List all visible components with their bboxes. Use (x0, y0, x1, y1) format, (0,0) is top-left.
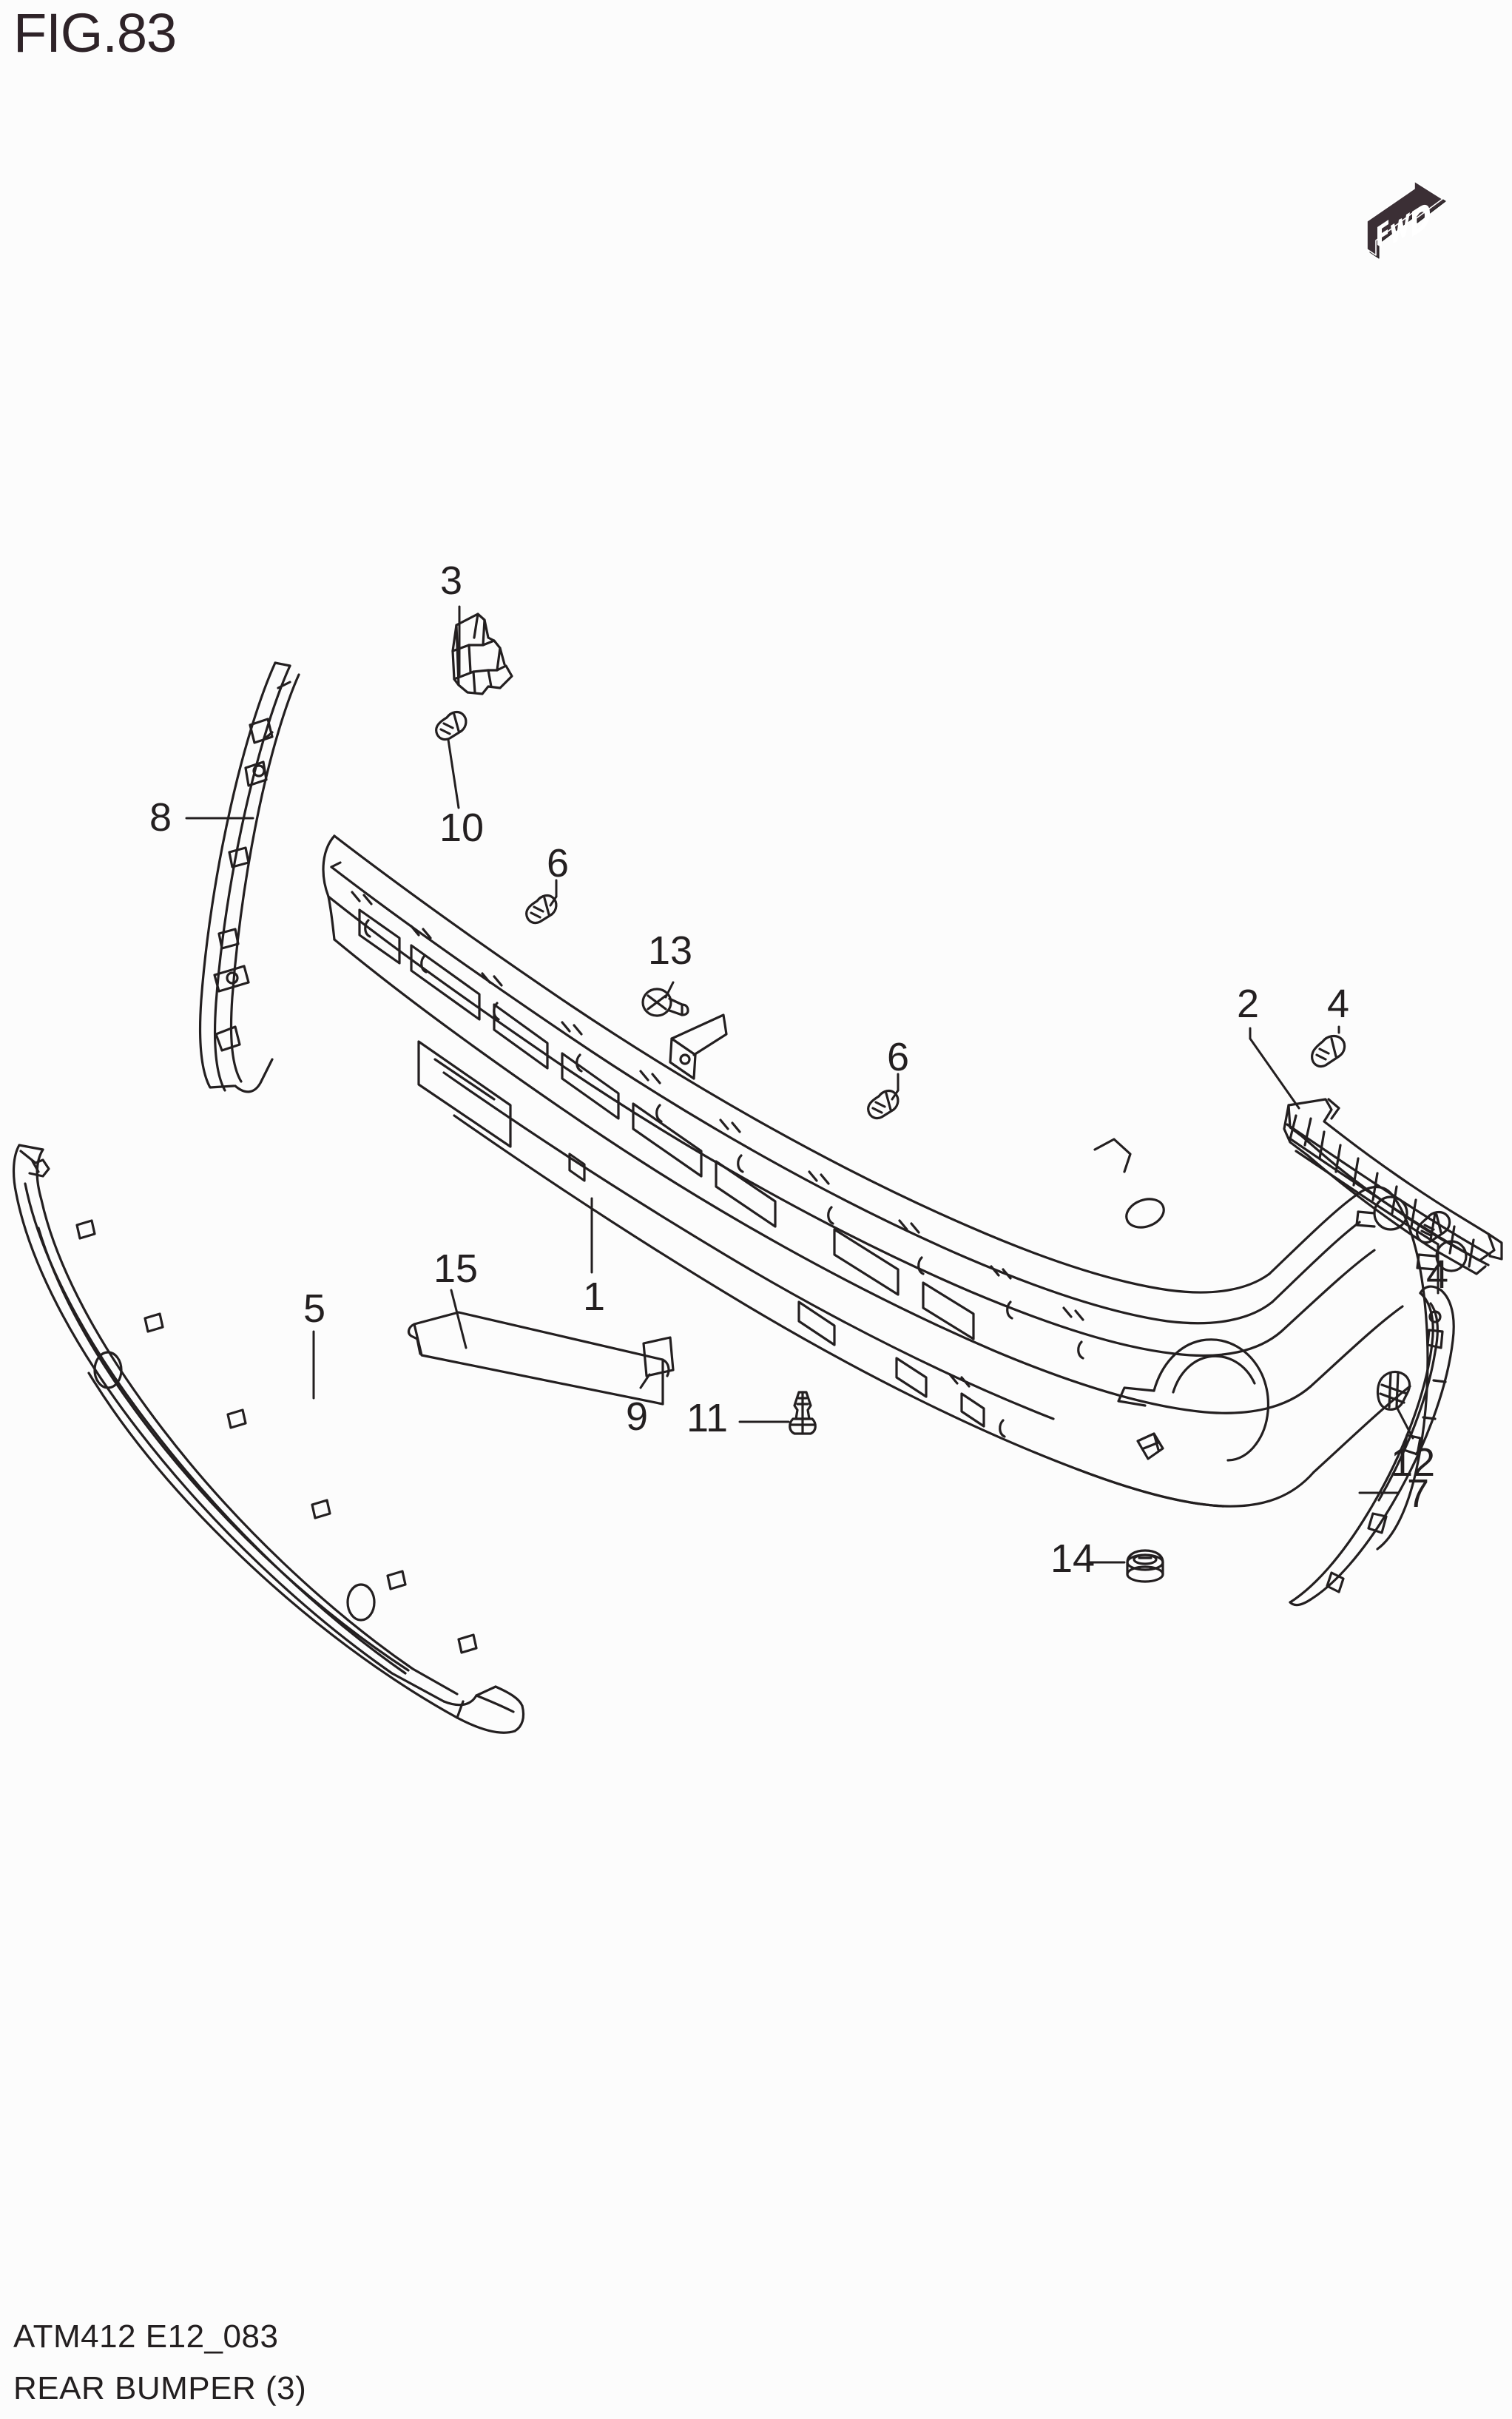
callout-15[interactable]: 15 (433, 1246, 479, 1291)
callout-5[interactable]: 5 (303, 1286, 326, 1331)
callout-8[interactable]: 8 (149, 795, 172, 840)
part-4-screw-upper (1311, 1034, 1346, 1068)
callout-4-lower[interactable]: 4 (1426, 1252, 1449, 1297)
callout-3[interactable]: 3 (440, 559, 463, 603)
part-5-lower-valance (12, 1144, 525, 1734)
callout-6-lower[interactable]: 6 (887, 1035, 910, 1079)
part-1-rear-bumper-cover (322, 834, 1429, 1551)
part-4-screw-lower (1416, 1210, 1451, 1244)
page-title: FIG.83 (13, 2, 177, 64)
part-12-retaining-clip (1376, 1370, 1411, 1411)
part-14-flange-nut (1126, 1549, 1164, 1583)
callout-2[interactable]: 2 (1237, 982, 1260, 1026)
part-10-tapping-screw (435, 710, 468, 741)
part-7-side-molding-strip (1289, 1285, 1455, 1607)
callout-13[interactable]: 13 (648, 928, 693, 973)
part-6-tapping-screw-lower (867, 1089, 900, 1120)
fwd-arrow-icon (1360, 181, 1448, 259)
footer-figure-name: REAR BUMPER (3) (13, 2370, 307, 2406)
part-11-push-clip (789, 1391, 817, 1435)
callout-6-upper[interactable]: 6 (547, 841, 570, 885)
part-3-upper-bracket-clip (451, 613, 513, 695)
callout-11[interactable]: 11 (686, 1396, 729, 1440)
part-13-cross-head-screw (641, 988, 689, 1017)
callout-4-upper[interactable]: 4 (1327, 982, 1350, 1026)
leader-lines (185, 605, 1440, 1564)
part-2-side-retainer-bracket (1283, 1098, 1503, 1275)
callout-10[interactable]: 10 (439, 806, 485, 850)
part-8-side-reinforcement-rail (198, 661, 300, 1093)
callout-12[interactable]: 12 (1391, 1440, 1436, 1485)
callout-9[interactable]: 9 (626, 1394, 649, 1439)
part-9-small-pad (642, 1336, 675, 1377)
part-15-license-plate-pad (407, 1311, 670, 1406)
callout-7[interactable]: 7 (1407, 1471, 1430, 1516)
callout-14[interactable]: 14 (1050, 1536, 1096, 1581)
callout-1[interactable]: 1 (583, 1275, 606, 1319)
part-6-tapping-screw-upper (525, 894, 558, 925)
footer-code: ATM412 E12_083 (13, 2318, 279, 2355)
